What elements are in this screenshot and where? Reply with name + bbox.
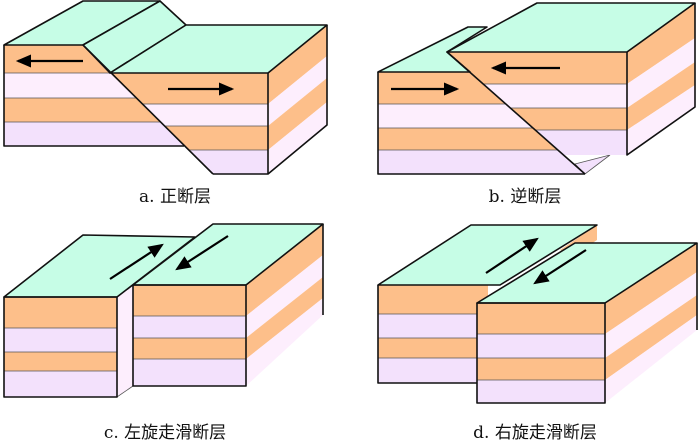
panel-label-a: a. 正断层 — [139, 187, 211, 207]
panel-normal-fault: a. 正断层 — [3, 0, 328, 207]
fault-line — [82, 44, 214, 175]
fault-line — [446, 51, 586, 175]
panel-reverse-fault: b. 逆断层 — [377, 2, 696, 207]
right-block — [476, 242, 698, 404]
arrow-up-right-icon — [485, 237, 539, 274]
hanging-wall-side — [627, 3, 695, 155]
panel-label-c: c. 左旋走滑断层 — [104, 423, 226, 440]
footwall-top — [377, 26, 488, 73]
left-block — [377, 224, 598, 384]
right-block — [132, 223, 324, 387]
panel-label-b: b. 逆断层 — [489, 187, 562, 207]
left-block-top — [377, 224, 598, 286]
arrow-down-left-icon — [533, 249, 587, 285]
arrow-up-right-icon — [109, 243, 164, 280]
arrow-down-left-icon — [175, 235, 229, 271]
left-block — [3, 234, 196, 398]
hanging-wall-side — [268, 25, 327, 174]
panel-left-lateral-fault: c. 左旋走滑断层 — [3, 223, 324, 440]
panel-right-lateral-fault: d. 右旋走滑断层 — [377, 224, 698, 440]
panel-label-d: d. 右旋走滑断层 — [473, 423, 597, 440]
